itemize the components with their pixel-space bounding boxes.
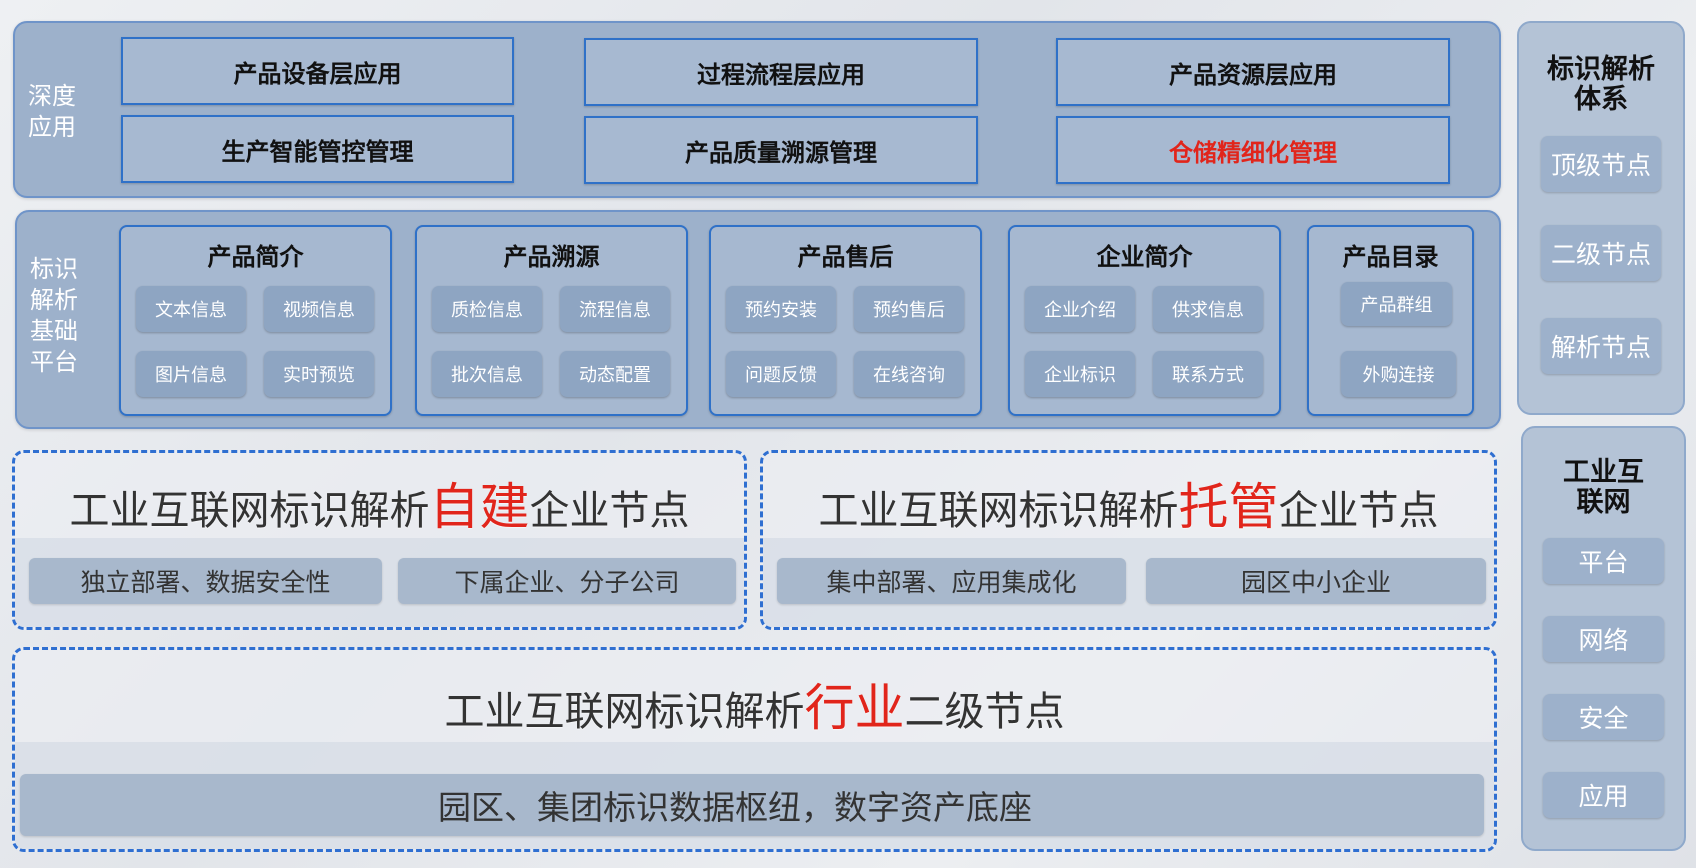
chip-company-id[interactable]: 企业标识 bbox=[1025, 351, 1135, 397]
app-box-warehouse[interactable]: 仓储精细化管理 bbox=[1056, 116, 1450, 184]
industrial-internet-title: 工业互 联网 bbox=[1563, 457, 1644, 518]
group-product-catalog: 产品目录 产品群组 外购连接 bbox=[1307, 225, 1474, 416]
self-built-node-section: 工业互联网标识解析自建企业节点 独立部署、数据安全性 下属企业、分子公司 bbox=[12, 450, 747, 630]
group-product-trace: 产品溯源 质检信息 流程信息 批次信息 动态配置 bbox=[415, 225, 688, 416]
node-network[interactable]: 网络 bbox=[1543, 616, 1664, 662]
chip-live-preview[interactable]: 实时预览 bbox=[264, 351, 374, 397]
group-title: 产品售后 bbox=[797, 243, 894, 271]
pill-centralized-deploy[interactable]: 集中部署、应用集成化 bbox=[777, 558, 1126, 604]
group-title: 企业简介 bbox=[1096, 243, 1193, 271]
chip-image-info[interactable]: 图片信息 bbox=[136, 351, 246, 397]
app-box-product-device[interactable]: 产品设备层应用 bbox=[121, 37, 514, 105]
resolution-system-panel: 标识解析 体系 顶级节点 二级节点 解析节点 bbox=[1517, 21, 1685, 415]
chip-product-group[interactable]: 产品群组 bbox=[1341, 282, 1452, 326]
hosted-node-section: 工业互联网标识解析托管企业节点 集中部署、应用集成化 园区中小企业 bbox=[760, 450, 1497, 630]
chip-purchase-link[interactable]: 外购连接 bbox=[1341, 351, 1456, 397]
node-platform[interactable]: 平台 bbox=[1543, 538, 1664, 584]
chip-text-info[interactable]: 文本信息 bbox=[136, 286, 246, 332]
platform-label: 标识 解析 基础 平台 bbox=[30, 255, 78, 376]
chip-batch-info[interactable]: 批次信息 bbox=[432, 351, 542, 397]
node-secondary[interactable]: 二级节点 bbox=[1541, 225, 1661, 281]
chip-online-consult[interactable]: 在线咨询 bbox=[854, 351, 964, 397]
node-resolution[interactable]: 解析节点 bbox=[1541, 318, 1661, 374]
group-product-intro: 产品简介 文本信息 视频信息 图片信息 实时预览 bbox=[119, 225, 392, 416]
app-box-product-resource[interactable]: 产品资源层应用 bbox=[1056, 38, 1450, 106]
group-title: 产品溯源 bbox=[503, 243, 600, 271]
chip-contact[interactable]: 联系方式 bbox=[1153, 351, 1263, 397]
pill-independent-deploy[interactable]: 独立部署、数据安全性 bbox=[29, 558, 382, 604]
chip-video-info[interactable]: 视频信息 bbox=[264, 286, 374, 332]
group-company-intro: 企业简介 企业介绍 供求信息 企业标识 联系方式 bbox=[1008, 225, 1281, 416]
node-top-level[interactable]: 顶级节点 bbox=[1541, 136, 1661, 192]
chip-book-service[interactable]: 预约售后 bbox=[854, 286, 964, 332]
industry-title: 工业互联网标识解析行业二级节点 bbox=[444, 679, 1065, 737]
app-box-production-control[interactable]: 生产智能管控管理 bbox=[121, 115, 514, 183]
pill-park-sme[interactable]: 园区中小企业 bbox=[1146, 558, 1486, 604]
pill-subsidiaries[interactable]: 下属企业、分子公司 bbox=[398, 558, 736, 604]
chip-company-info[interactable]: 企业介绍 bbox=[1025, 286, 1135, 332]
chip-book-install[interactable]: 预约安装 bbox=[726, 286, 836, 332]
chip-qc-info[interactable]: 质检信息 bbox=[432, 286, 542, 332]
app-box-process-flow[interactable]: 过程流程层应用 bbox=[584, 38, 978, 106]
node-application[interactable]: 应用 bbox=[1543, 772, 1664, 818]
hosted-title: 工业互联网标识解析托管企业节点 bbox=[818, 478, 1439, 536]
industry-data-hub-bar[interactable]: 园区、集团标识数据枢纽，数字资产底座 bbox=[20, 774, 1484, 836]
resolution-system-title: 标识解析 体系 bbox=[1547, 54, 1655, 115]
group-title: 产品目录 bbox=[1342, 243, 1439, 271]
group-after-sales: 产品售后 预约安装 预约售后 问题反馈 在线咨询 bbox=[709, 225, 982, 416]
node-security[interactable]: 安全 bbox=[1543, 694, 1664, 740]
industry-node-section: 工业互联网标识解析行业二级节点 园区、集团标识数据枢纽，数字资产底座 bbox=[12, 647, 1497, 852]
group-title: 产品简介 bbox=[207, 243, 304, 271]
chip-process-info[interactable]: 流程信息 bbox=[560, 286, 670, 332]
deep-application-label: 深度 应用 bbox=[28, 82, 76, 141]
self-built-title: 工业互联网标识解析自建企业节点 bbox=[69, 478, 690, 536]
app-box-quality-trace[interactable]: 产品质量溯源管理 bbox=[584, 116, 978, 184]
industrial-internet-panel: 工业互 联网 平台 网络 安全 应用 bbox=[1521, 426, 1686, 851]
chip-dynamic-config[interactable]: 动态配置 bbox=[560, 351, 670, 397]
chip-supply-demand[interactable]: 供求信息 bbox=[1153, 286, 1263, 332]
chip-feedback[interactable]: 问题反馈 bbox=[726, 351, 836, 397]
